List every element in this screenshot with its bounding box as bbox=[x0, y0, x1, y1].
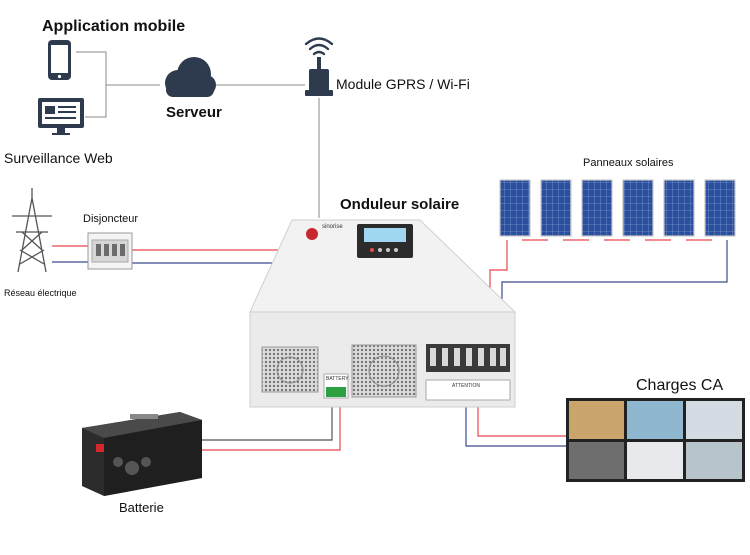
battery-label: Batterie bbox=[119, 500, 164, 515]
brand-logo bbox=[306, 228, 318, 240]
solar-panel bbox=[663, 179, 695, 237]
load-lamp bbox=[569, 401, 624, 439]
load-fridge bbox=[686, 442, 742, 479]
wifi-icon bbox=[304, 37, 334, 56]
web-monitoring-label: Surveillance Web bbox=[4, 150, 113, 166]
fan-grille bbox=[351, 344, 417, 398]
solar-inverter-label: Onduleur solaire bbox=[340, 196, 460, 213]
load-fan bbox=[686, 401, 742, 439]
server-label: Serveur bbox=[166, 104, 222, 121]
solar-panel bbox=[581, 179, 613, 237]
solar-panels-label: Panneaux solaires bbox=[583, 157, 674, 169]
inverter-icon bbox=[249, 219, 517, 408]
solar-panel-array bbox=[499, 179, 736, 241]
gprs-module-label: Module GPRS / Wi-Fi bbox=[336, 76, 470, 92]
monitor-icon bbox=[38, 98, 84, 135]
load-laptop bbox=[627, 401, 683, 439]
breaker-box-icon bbox=[87, 232, 133, 270]
comm-lines bbox=[76, 51, 320, 218]
load-cooker bbox=[569, 442, 624, 479]
solar-panel bbox=[704, 179, 736, 237]
inverter-brand: sinorise bbox=[322, 224, 343, 230]
ac-loads-label: Charges CA bbox=[636, 377, 724, 394]
solar-panel bbox=[622, 179, 654, 237]
breaker-label: Disjoncteur bbox=[83, 213, 139, 225]
grid-label: Réseau électrique bbox=[4, 288, 77, 298]
battery-tag: BATTERY bbox=[326, 376, 349, 382]
attention-tag: ATTENTION bbox=[452, 383, 480, 389]
gprs-module-icon bbox=[305, 57, 333, 96]
load-air-conditioner bbox=[627, 442, 683, 479]
mobile-app-label: Application mobile bbox=[42, 18, 186, 35]
battery-terminal bbox=[326, 387, 346, 397]
power-pylon-icon bbox=[12, 188, 52, 273]
phone-icon bbox=[48, 40, 71, 80]
ac-loads-grid bbox=[566, 398, 745, 482]
solar-panel bbox=[499, 179, 531, 237]
battery-icon bbox=[82, 412, 202, 496]
solar-panel bbox=[540, 179, 572, 237]
cloud-icon bbox=[165, 57, 216, 97]
fan-grille bbox=[261, 346, 319, 393]
